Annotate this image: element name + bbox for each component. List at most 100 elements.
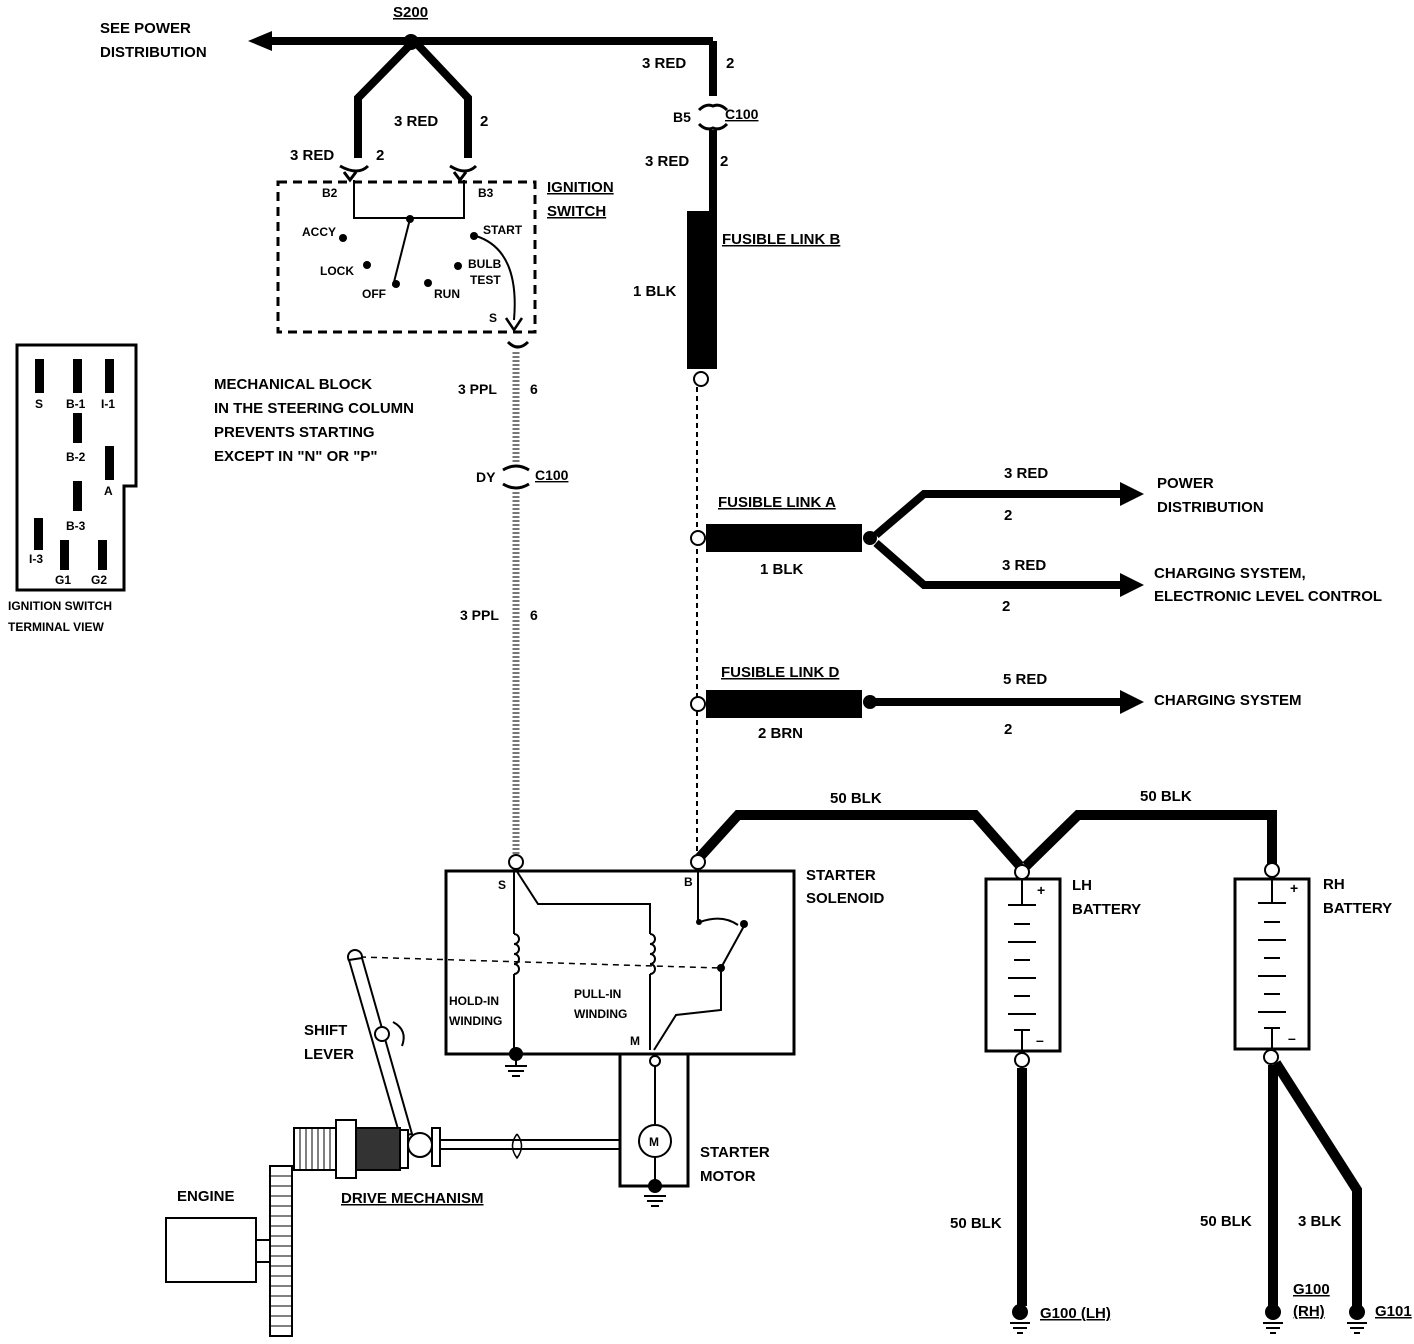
fusible-link-a-label: FUSIBLE LINK A [718, 494, 836, 511]
charging-label: CHARGING SYSTEM [1154, 692, 1302, 709]
wire-50blk-rh-ground: 50 BLK [1200, 1213, 1252, 1230]
starter-solenoid-2: SOLENOID [806, 890, 885, 907]
fusible-link-a [690, 482, 1144, 597]
tv-g1: G1 [55, 573, 71, 587]
engine [165, 1165, 293, 1337]
b2-label: B2 [322, 186, 338, 200]
wire-1blk-b: 1 BLK [633, 283, 677, 300]
terminal-m: M [630, 1034, 640, 1048]
see-power-line1: SEE POWER [100, 20, 191, 37]
switch-lock: LOCK [320, 264, 354, 278]
tv-caption-1: IGNITION SWITCH [8, 599, 112, 613]
fusible-link-d-label: FUSIBLE LINK D [721, 664, 839, 681]
terminal-s: S [498, 878, 506, 892]
g100-lh-label: G100 (LH) [1040, 1305, 1111, 1322]
purple-start-wire [502, 352, 530, 856]
mech-block-2: IN THE STEERING COLUMN [214, 400, 414, 417]
drive-mechanism [293, 1119, 620, 1179]
wire-50blk-lh-ground: 50 BLK [950, 1215, 1002, 1232]
wire-5red: 5 RED [1003, 671, 1047, 688]
rh-battery-1: RH [1323, 876, 1345, 893]
switch-bulb-2: TEST [470, 273, 501, 287]
g100-rh-label-1: G100 [1293, 1281, 1330, 1298]
power-dist-1: POWER [1157, 475, 1214, 492]
rh-minus: – [1288, 1030, 1296, 1046]
tv-b3: B-3 [66, 519, 86, 533]
wire-num-ppl-lower: 6 [530, 607, 538, 623]
starter-motor-1: STARTER [700, 1144, 770, 1161]
g101-label: G101 [1375, 1303, 1412, 1320]
wire-num-ppl-upper: 6 [530, 381, 538, 397]
wire-3red-charging: 3 RED [1002, 557, 1046, 574]
mech-block-1: MECHANICAL BLOCK [214, 376, 372, 393]
tv-a: A [104, 484, 113, 498]
ignition-switch [276, 164, 537, 349]
tv-i1: I-1 [101, 397, 115, 411]
s200-label: S200 [393, 4, 428, 21]
drive-mechanism-label: DRIVE MECHANISM [341, 1190, 484, 1207]
s200-splice [403, 34, 419, 50]
c100-top-label: C100 [725, 106, 759, 122]
b3-label: B3 [478, 186, 494, 200]
tv-g2: G2 [91, 573, 107, 587]
lh-battery-2: BATTERY [1072, 901, 1141, 918]
switch-off: OFF [362, 287, 386, 301]
wire-50blk-lh-top: 50 BLK [830, 790, 882, 807]
motor-symbol: M [649, 1135, 659, 1149]
shift-lever-2: LEVER [304, 1046, 354, 1063]
wire-3blk-rh-ground: 3 BLK [1298, 1213, 1342, 1230]
lh-battery-1: LH [1072, 877, 1092, 894]
engine-label: ENGINE [177, 1188, 235, 1205]
wire-50blk-rh-top: 50 BLK [1140, 788, 1192, 805]
wire-3red-switch-left: 3 RED [290, 147, 334, 164]
rh-battery [1233, 862, 1367, 1334]
tv-b1: B-1 [66, 397, 86, 411]
switch-accy: ACCY [302, 225, 336, 239]
wire-num-5red: 2 [1004, 721, 1012, 738]
charging-elc-2: ELECTRONIC LEVEL CONTROL [1154, 588, 1382, 605]
switch-run: RUN [434, 287, 460, 301]
switch-s: S [489, 311, 497, 325]
terminal-view [15, 343, 138, 592]
tv-i3: I-3 [29, 552, 43, 566]
shift-lever [347, 949, 414, 1138]
wire-3ppl-lower: 3 PPL [460, 607, 499, 623]
mech-block-3: PREVENTS STARTING [214, 424, 375, 441]
rh-plus: + [1290, 880, 1298, 896]
c100-mid-label: C100 [535, 467, 569, 483]
fusible-link-b [687, 211, 717, 387]
starter-solenoid-1: STARTER [806, 867, 876, 884]
wire-num-charging: 2 [1002, 598, 1010, 615]
starter-motor-2: MOTOR [700, 1168, 756, 1185]
power-dist-2: DISTRIBUTION [1157, 499, 1264, 516]
wire-num-power: 2 [1004, 507, 1012, 524]
wire-num-b: 2 [720, 153, 728, 170]
starter-solenoid [359, 854, 796, 1061]
fusible-link-b-label: FUSIBLE LINK B [722, 231, 840, 248]
ignition-switch-title-1: IGNITION [547, 179, 614, 196]
tv-caption-2: TERMINAL VIEW [8, 620, 104, 634]
switch-start: START [483, 223, 523, 237]
hold-in-1: HOLD-IN [449, 994, 499, 1008]
wire-num-switch-top: 2 [480, 113, 488, 130]
power-arrow [248, 31, 272, 51]
pull-in-2: WINDING [574, 1007, 627, 1021]
switch-bulb-1: BULB [468, 257, 502, 271]
wire-3red-b: 3 RED [645, 153, 689, 170]
wire-2brn: 2 BRN [758, 725, 803, 742]
dy-label: DY [476, 469, 496, 485]
see-power-line2: DISTRIBUTION [100, 44, 207, 61]
wire-num-switch-left: 2 [376, 147, 384, 164]
battery-cables [695, 810, 1277, 870]
charging-elc-1: CHARGING SYSTEM, [1154, 565, 1306, 582]
ignition-switch-title-2: SWITCH [547, 203, 606, 220]
hold-in-2: WINDING [449, 1014, 502, 1028]
wire-3ppl-upper: 3 PPL [458, 381, 497, 397]
lh-minus: – [1036, 1032, 1044, 1048]
wire-3red-power: 3 RED [1004, 465, 1048, 482]
lh-battery [984, 864, 1062, 1334]
starter-motor [618, 1052, 690, 1207]
c100-top-connector [697, 103, 729, 131]
